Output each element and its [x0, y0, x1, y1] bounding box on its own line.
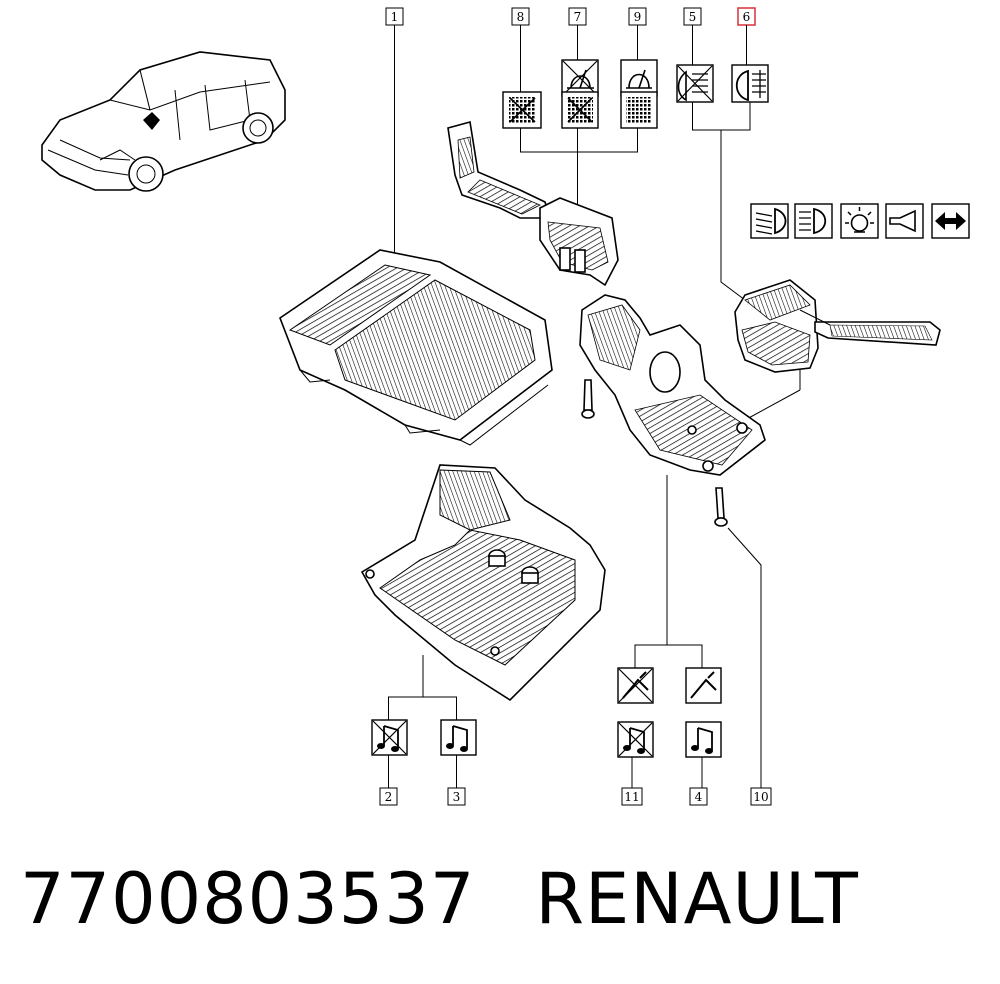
- callout-8[interactable]: 8: [511, 7, 530, 26]
- svg-text:9: 9: [634, 10, 642, 24]
- callout-9[interactable]: 9: [628, 7, 647, 26]
- icon-fog-light-crossed: [676, 64, 714, 103]
- svg-text:10: 10: [753, 790, 768, 804]
- main-beam-icon: [794, 203, 833, 239]
- icon-radio-remote-crossed: [371, 719, 408, 756]
- icon-cruise-control: [685, 667, 722, 704]
- switch-mounting-bracket: [579, 294, 766, 476]
- screw-right: [714, 487, 728, 527]
- icon-radio-remote: [440, 719, 477, 756]
- direction-indicators-icon: [931, 203, 970, 239]
- callout-2[interactable]: 2: [379, 787, 398, 806]
- icon-rear-wiper-crossed: [561, 59, 599, 129]
- lighting-indicator-stalk: [734, 279, 941, 373]
- svg-text:2: 2: [385, 790, 393, 804]
- upper-steering-shroud: [279, 249, 553, 446]
- svg-text:4: 4: [695, 790, 703, 804]
- footer-caption: 7700803537 RENAULT: [20, 858, 859, 940]
- side-light-icon: [840, 203, 879, 239]
- callout-3[interactable]: 3: [447, 787, 466, 806]
- part-number: 7700803537: [20, 858, 476, 940]
- wiper-stalk-switch: [447, 120, 619, 287]
- icon-cruise-control-crossed: [617, 667, 654, 704]
- callout-4[interactable]: 4: [689, 787, 708, 806]
- car-illustration: [41, 51, 286, 192]
- callout-1[interactable]: 1: [385, 7, 404, 26]
- svg-text:5: 5: [689, 10, 697, 24]
- icon-fog-light: [731, 64, 769, 103]
- callout-11[interactable]: 11: [621, 787, 643, 806]
- svg-text:8: 8: [517, 10, 525, 24]
- leader-lines: [388, 25, 801, 788]
- callout-6[interactable]: 6: [737, 7, 756, 26]
- horn-icon: [885, 203, 924, 239]
- icon-rear-wiper: [620, 59, 658, 129]
- dipped-beam-icon: [750, 203, 789, 239]
- svg-text:7: 7: [574, 10, 582, 24]
- callout-7[interactable]: 7: [568, 7, 587, 26]
- svg-text:6: 6: [743, 10, 751, 24]
- callout-10[interactable]: 10: [750, 787, 772, 806]
- icon-radio-remote-crossed-2: [617, 721, 654, 758]
- icon-column-8: [502, 91, 542, 129]
- screw-left: [581, 379, 595, 419]
- brand-name: RENAULT: [535, 858, 859, 940]
- svg-text:11: 11: [624, 790, 639, 804]
- svg-text:1: 1: [391, 10, 399, 24]
- callout-5[interactable]: 5: [683, 7, 702, 26]
- svg-text:3: 3: [453, 790, 461, 804]
- icon-radio-remote-2: [685, 721, 722, 758]
- icon-row-light-functions: [750, 203, 970, 239]
- lower-steering-shroud: [360, 464, 606, 702]
